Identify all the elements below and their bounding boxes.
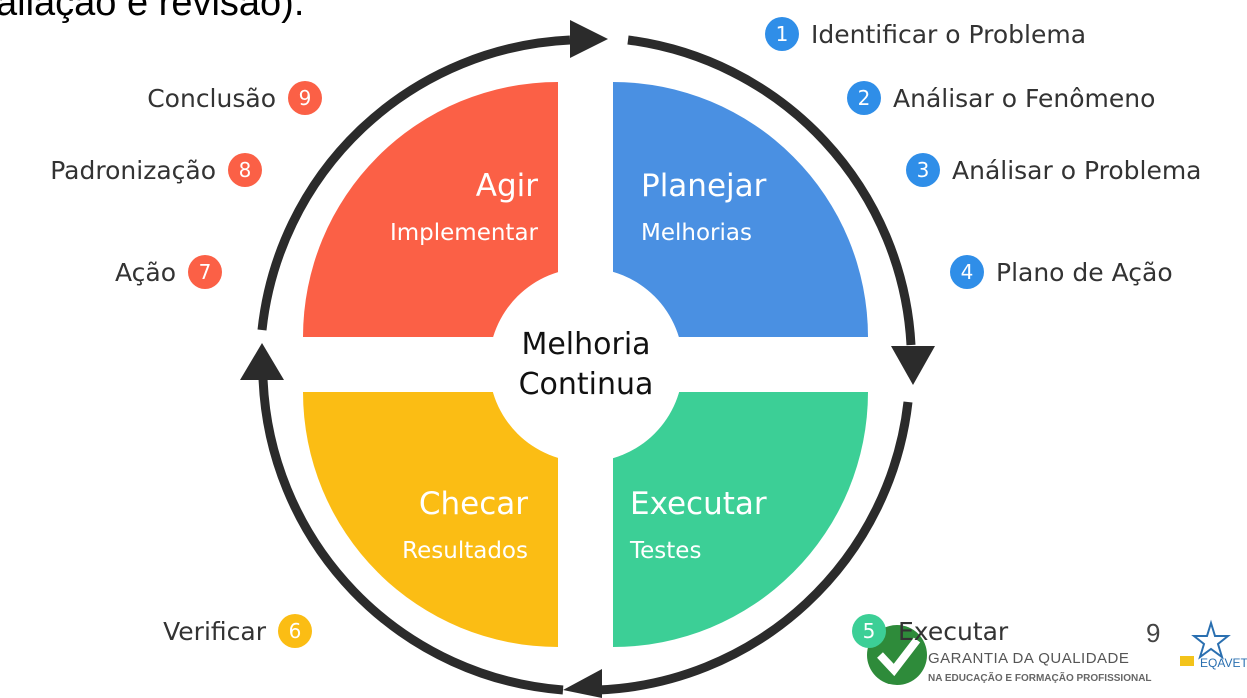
step-7: Ação 7 (115, 255, 222, 289)
arc-top-left (257, 35, 571, 331)
step-1-badge: 1 (765, 17, 799, 51)
quadrant-plan-title: Planejar (641, 168, 767, 204)
step-4-badge: 4 (950, 255, 984, 289)
quadrant-do-subtitle: Testes (630, 538, 702, 564)
eqavet-star-icon (1191, 619, 1231, 660)
step-5: 5 Executar (852, 614, 1008, 648)
quadrant-act-title: Agir (475, 168, 538, 204)
step-8-badge: 8 (228, 153, 262, 187)
quadrant-act-subtitle: Implementar (389, 220, 538, 246)
quadrant-check-title: Checar (418, 486, 528, 522)
arrowhead-right (891, 346, 935, 385)
quadrant-do-title: Executar (630, 486, 767, 522)
page-number: 9 (1146, 618, 1161, 648)
quality-logo-text: GARANTIA DA QUALIDADE (928, 650, 1130, 667)
quadrant-plan (613, 82, 868, 337)
step-3: 3 Análisar o Problema (906, 153, 1202, 187)
slide-title-fragment: aliação e revisão). (0, 0, 305, 24)
cycle-arrows (257, 35, 916, 695)
center-label-line1: Melhoria (521, 327, 651, 362)
center-label: Melhoria Continua (486, 325, 686, 405)
step-7-label: Ação (114, 257, 176, 287)
center-label-line2: Continua (518, 367, 654, 402)
eqavet-logo-text: EQAVET (1200, 656, 1247, 670)
step-1: 1 Identificar o Problema (765, 17, 1086, 51)
checkmark-icon (877, 637, 921, 677)
step-7-badge: 7 (188, 255, 222, 289)
quality-logo-subtext: NA EDUCAÇÃO E FORMAÇÃO PROFISSIONAL (928, 673, 1152, 684)
step-2-badge: 2 (847, 81, 881, 115)
step-4: 4 Plano de Ação (950, 255, 1173, 289)
arc-top-right (627, 35, 916, 346)
step-3-label: Análisar o Problema (952, 155, 1202, 185)
step-2: 2 Análisar o Fenômeno (847, 81, 1155, 115)
step-3-badge: 3 (906, 153, 940, 187)
step-5-label: Executar (898, 616, 1009, 646)
arc-bottom-left (258, 377, 564, 695)
arrowhead-bottom (563, 669, 602, 698)
quadrant-plan-subtitle: Melhorias (641, 220, 752, 246)
quadrant-act (303, 82, 558, 337)
step-6-badge: 6 (278, 614, 312, 648)
eqavet-flag-icon (1180, 656, 1194, 666)
step-6-label: Verificar (163, 616, 266, 646)
step-9: Conclusão 9 (147, 81, 322, 115)
arc-bottom-right (597, 401, 913, 695)
step-4-label: Plano de Ação (996, 257, 1173, 287)
step-6: Verificar 6 (163, 614, 312, 648)
arrowhead-left (240, 343, 284, 380)
arrowhead-top (570, 20, 608, 58)
step-8: Padronização 8 (50, 153, 262, 187)
step-2-label: Análisar o Fenômeno (893, 83, 1156, 113)
step-8-label: Padronização (50, 155, 216, 185)
step-9-badge: 9 (288, 81, 322, 115)
step-1-label: Identificar o Problema (811, 19, 1087, 49)
quadrant-do (613, 392, 868, 647)
arrowheads (240, 20, 935, 698)
quadrant-check (303, 392, 558, 647)
quadrant-check-subtitle: Resultados (402, 538, 528, 564)
step-5-badge: 5 (852, 614, 886, 648)
center-circle (489, 268, 683, 462)
step-9-label: Conclusão (147, 83, 276, 113)
